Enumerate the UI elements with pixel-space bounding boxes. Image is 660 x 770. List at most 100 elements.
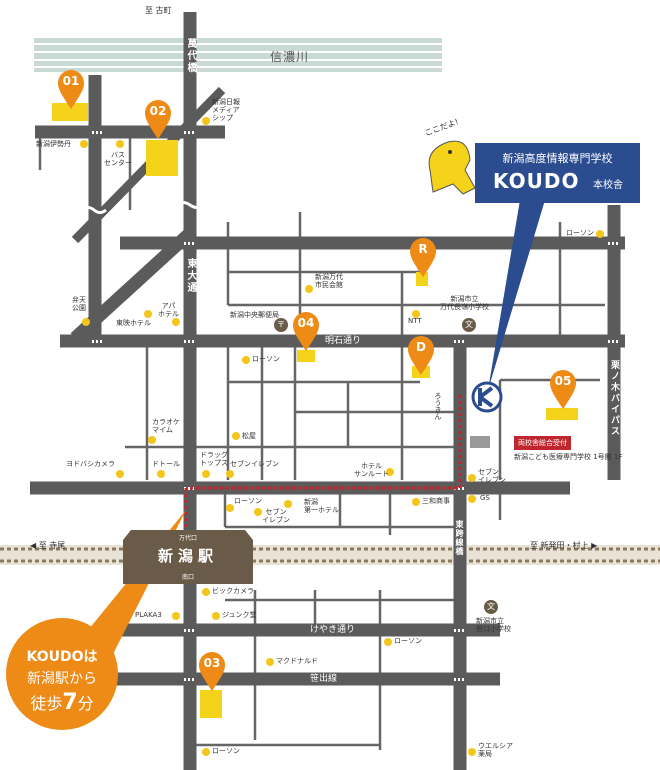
pin-02: 02 — [145, 100, 171, 140]
reception-place: 新潟こども医療専門学校 1号館 1F — [514, 453, 623, 461]
label-junkudo: ジュンク堂 — [222, 611, 257, 619]
label-lawson-3: ローソン — [234, 497, 262, 505]
parking-02 — [146, 140, 178, 176]
pin-04: 04 — [293, 312, 319, 352]
station-name: 新潟駅 — [157, 547, 218, 565]
direction-east: 至 新発田・村上 ▶ — [530, 541, 598, 550]
label-rouzan: ろうきん — [434, 392, 443, 420]
walk-line2: 新潟駅から — [27, 671, 97, 687]
school-icon-sasaguchi: 文 — [484, 600, 498, 614]
road-keyaki-dori: けやき通り — [310, 625, 356, 635]
direction-west: ◀ 至 寺尾 — [30, 541, 66, 550]
pin-05: 05 — [550, 370, 576, 410]
dot-lawson-2 — [242, 356, 250, 364]
parking-04 — [297, 350, 315, 362]
road-sasaguchi: 笹出線 — [310, 674, 338, 684]
major-roads — [30, 12, 625, 770]
dot-seven-2 — [468, 474, 476, 482]
koudo-marker — [471, 381, 503, 413]
road-higashi-koro: 東跨線橋 — [455, 520, 464, 556]
post-office-icon: 〒 — [274, 318, 288, 332]
dot-toei — [144, 310, 152, 318]
school-suffix: 本校舎 — [593, 180, 623, 191]
reception-building — [470, 436, 490, 448]
label-lawson-2: ローソン — [252, 355, 280, 363]
label-bic-camera: ビックカメラ — [212, 587, 254, 595]
label-bus-center: バス センター — [104, 151, 132, 168]
walk-suffix: 分 — [77, 694, 94, 713]
pin-D: D — [408, 336, 434, 376]
road-akashi-dori: 明石通り — [325, 336, 362, 346]
label-bandai-choro: 新潟市立 万代長嶺小学校 — [440, 295, 489, 312]
dot-apa — [172, 318, 180, 326]
label-sanwa: 三和商事 — [422, 497, 450, 505]
dot-welcia — [468, 748, 476, 756]
walking-route — [184, 395, 462, 530]
dot-isetan — [80, 140, 88, 148]
road-bandaibashi: 萬代橋 — [185, 38, 196, 74]
dot-lawson-3 — [226, 504, 234, 512]
label-drug-tops: ドラッグ トップス — [200, 451, 228, 468]
dot-seven-3 — [254, 508, 262, 516]
label-mcdonalds: マクドナルド — [276, 657, 318, 665]
label-toei-hotel: 東映ホテル — [116, 319, 151, 327]
dot-seven-1 — [226, 470, 234, 478]
label-chuo-post: 新潟中央郵便局 — [230, 311, 279, 319]
label-daiichi-hotel: 新潟 第一ホテル — [304, 498, 339, 515]
label-gs: GS — [480, 494, 490, 502]
dot-lawson-4 — [384, 638, 392, 646]
label-ntt: NTT — [408, 317, 422, 325]
dot-lawson-5 — [202, 748, 210, 756]
koudo-pointer — [488, 200, 545, 390]
walk-prefix: 徒歩 — [30, 694, 63, 713]
dot-drug — [202, 470, 210, 478]
dot-daiichi — [284, 500, 292, 508]
dot-bic — [202, 588, 210, 596]
pin-03: 03 — [199, 652, 225, 692]
shinano-river — [34, 38, 442, 72]
dot-plaka3 — [172, 612, 180, 620]
walk-line3: 徒歩7分 — [6, 690, 118, 715]
label-sasaguchi-school: 新潟市立 笹口小学校 — [476, 617, 511, 634]
parking-01 — [52, 103, 88, 121]
koudo-mascot — [428, 140, 476, 195]
dot-junkudo — [212, 612, 220, 620]
school-icon: 文 — [462, 318, 476, 332]
walk-time-badge: KOUDOは 新潟駅から 徒歩7分 — [6, 618, 118, 730]
label-benten-park: 弁天 公園 — [72, 296, 86, 313]
niigata-station: 万代口 新潟駅 南口 — [123, 530, 253, 584]
road-break-marks — [81, 201, 205, 214]
dot-sunroute — [386, 468, 394, 476]
pin-R: R — [410, 238, 436, 278]
direction-north: 至 古町 — [145, 6, 172, 15]
river-label: 信濃川 — [270, 50, 310, 64]
pin-01: 01 — [58, 70, 84, 110]
school-name: KOUDO — [493, 169, 580, 193]
label-karaoke: カラオケ マイム — [152, 418, 180, 435]
dot-ntt — [412, 310, 420, 318]
road-higashi-odori: 東大通 — [185, 258, 196, 294]
walk-number: 7 — [62, 690, 78, 715]
station-south-exit: 南口 — [181, 574, 194, 581]
dot-benten — [82, 318, 90, 326]
label-isetan: 新潟伊勢丹 — [36, 140, 71, 148]
dot-matsuya — [232, 432, 240, 440]
label-seven-1: セブンイレブン — [230, 460, 279, 468]
reception-badge: 両校舎総合受付 — [514, 436, 571, 450]
label-dotol: ドトール — [152, 460, 180, 468]
parking-R — [416, 272, 428, 286]
minor-roads — [38, 128, 605, 750]
dot-yodobashi — [116, 470, 124, 478]
label-lawson-5: ローソン — [212, 747, 240, 755]
label-bandai-kaikan: 新潟万代 市民会館 — [315, 273, 343, 290]
station-north-exit: 万代口 — [178, 535, 197, 542]
walk-line1: KOUDOは — [26, 649, 98, 665]
dot-lawson-1 — [596, 230, 604, 238]
school-title: 新潟高度情報専門学校 — [502, 152, 613, 165]
label-welcia: ウエルシア 薬局 — [478, 742, 513, 759]
parking-03 — [200, 690, 222, 718]
label-nippo: 新潟日報 メディア シップ — [212, 98, 240, 123]
dot-gs — [468, 495, 476, 503]
